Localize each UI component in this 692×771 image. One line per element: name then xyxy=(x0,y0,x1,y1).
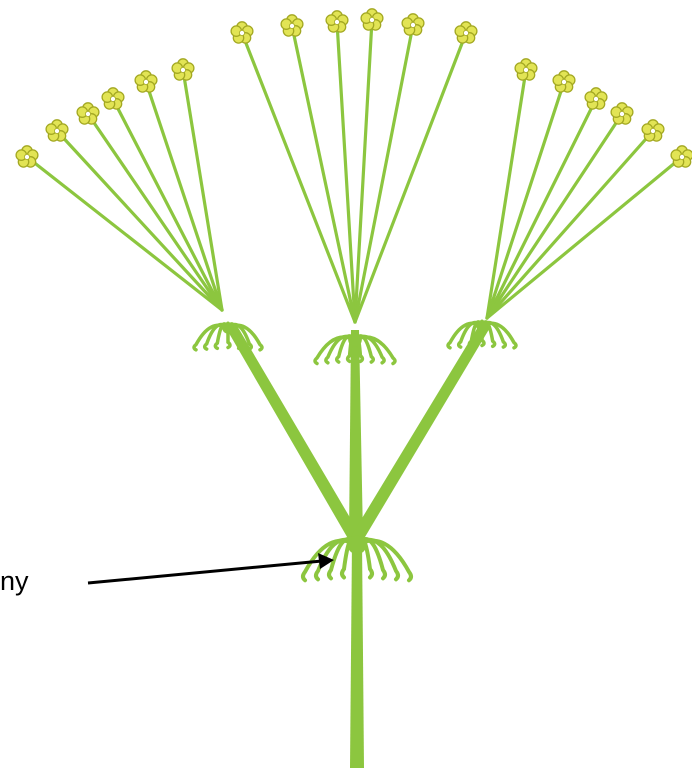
bract-hub xyxy=(222,322,234,333)
flower-icon xyxy=(231,22,253,43)
pedicel-left-3 xyxy=(88,114,222,310)
flower-icon xyxy=(16,146,38,167)
ray-left xyxy=(226,324,362,542)
flower-icon xyxy=(553,71,575,92)
flower-icon xyxy=(326,11,348,32)
bract-whorl-right xyxy=(448,320,516,348)
flower-icon xyxy=(611,103,633,124)
pedicel-center-6 xyxy=(355,33,466,322)
flower-icon xyxy=(77,103,99,124)
pedicel-left-5 xyxy=(146,82,222,310)
pedicel-right-2 xyxy=(487,82,564,318)
flower-icon xyxy=(642,120,664,141)
flower-icon xyxy=(172,59,194,80)
flower-icon xyxy=(102,88,124,109)
annotation-label: ny xyxy=(0,566,29,596)
pedicel-right-6 xyxy=(487,157,682,318)
flower-icon xyxy=(671,146,692,167)
pedicel-right-4 xyxy=(487,114,622,318)
pedicel-left-1 xyxy=(27,157,222,310)
arrow-line xyxy=(88,561,322,583)
flower-icon xyxy=(135,71,157,92)
secondary-rays xyxy=(27,20,682,322)
flower-icon xyxy=(281,15,303,36)
annotation-arrow xyxy=(88,553,334,583)
bract-hub xyxy=(348,536,367,554)
pedicel-center-1 xyxy=(242,33,355,322)
flower-icon xyxy=(361,9,383,30)
flower-icon xyxy=(46,120,68,141)
flower-icon xyxy=(402,14,424,35)
bract-hub xyxy=(476,320,488,331)
flower-icon xyxy=(455,22,477,43)
flower-icon xyxy=(585,88,607,109)
primary-rays xyxy=(226,322,491,542)
flower-icon xyxy=(515,59,537,80)
bract-whorl-left xyxy=(194,322,262,350)
bract-hub xyxy=(348,334,362,346)
flowers xyxy=(16,9,692,167)
